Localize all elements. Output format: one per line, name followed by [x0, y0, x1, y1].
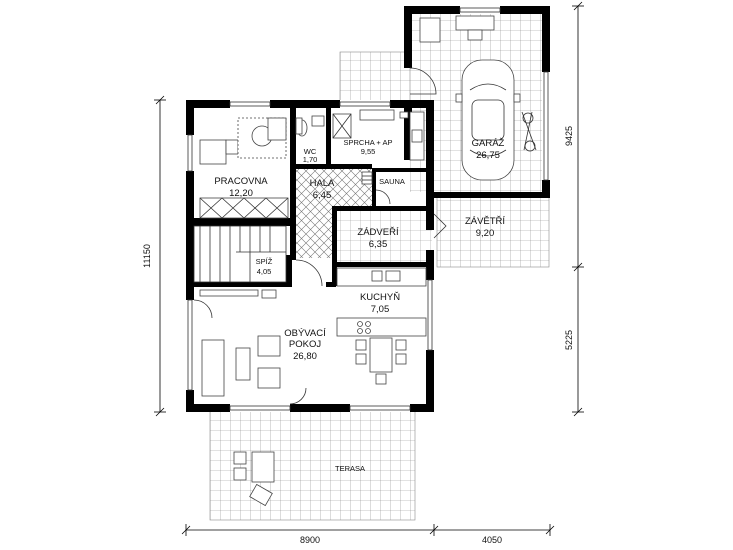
- car: [455, 59, 521, 181]
- room-zavetri-name: ZÁVĚTŘÍ: [465, 216, 505, 227]
- room-obyvaci-name-2: POKOJ: [289, 339, 321, 350]
- entrance-paving: [339, 51, 411, 103]
- sauna-heater: [361, 171, 373, 185]
- dim-left-vertical: 11150: [142, 244, 152, 268]
- living-room-furniture: [199, 289, 281, 397]
- room-terasa-name: TERASA: [335, 464, 365, 473]
- room-zadveri-area: 6,35: [369, 239, 388, 250]
- room-sprcha-area: 9,55: [361, 147, 376, 156]
- room-pracovna-area: 12,20: [229, 188, 253, 199]
- room-obyvaci-name-1: OBÝVACÍ: [284, 328, 326, 339]
- zavetri-paving: [436, 194, 550, 268]
- zadveri-floor: [336, 210, 432, 262]
- dim-bottom-left: 8900: [300, 535, 320, 545]
- toilet: [295, 115, 325, 137]
- desk: [199, 117, 287, 165]
- room-sauna-name: SAUNA: [379, 177, 405, 186]
- room-zavetri-area: 9,20: [476, 228, 495, 239]
- room-wc-area: 1,70: [303, 155, 318, 164]
- room-sprcha-name: SPRCHA + AP: [344, 138, 393, 147]
- room-spiz-area: 4,05: [257, 267, 272, 276]
- room-hala-name: HALA: [310, 178, 335, 189]
- room-kuchyn-name: KUCHYŇ: [360, 292, 400, 303]
- room-garaz-name: GARÁŽ: [472, 138, 505, 149]
- room-garaz-area: 26,75: [476, 150, 500, 161]
- garage-equipment: [419, 15, 495, 43]
- terrace-furniture: [233, 451, 275, 507]
- dim-right-bottom: 5225: [564, 330, 574, 350]
- room-spiz-name: SPÍŽ: [256, 257, 273, 266]
- dim-right-top: 9425: [564, 126, 574, 146]
- room-pracovna-name: PRACOVNA: [214, 176, 268, 187]
- bathroom-fixtures: [332, 109, 425, 161]
- bicycles: [521, 111, 537, 152]
- dimension-left: [154, 95, 166, 417]
- dim-bottom-right: 4050: [482, 535, 502, 545]
- staircase: [193, 225, 287, 283]
- wardrobe: [199, 197, 289, 219]
- room-wc-name: WC: [304, 147, 317, 156]
- kitchen-counter: [336, 267, 427, 337]
- dimension-bottom: [181, 524, 555, 536]
- dimension-right: [572, 1, 584, 417]
- room-hala-area: 6,45: [313, 190, 332, 201]
- room-obyvaci-area: 26,80: [293, 351, 317, 362]
- dining-table: [355, 337, 407, 385]
- room-kuchyn-area: 7,05: [371, 304, 390, 315]
- room-zadveri-name: ZÁDVEŘÍ: [357, 227, 399, 238]
